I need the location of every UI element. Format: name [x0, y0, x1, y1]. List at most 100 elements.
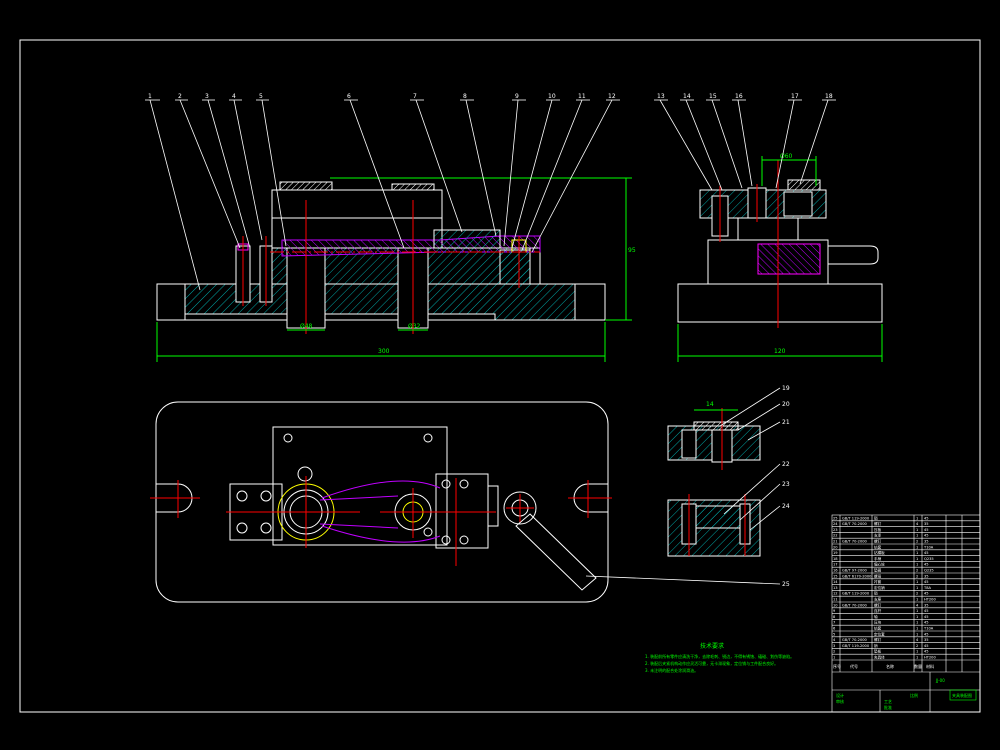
- bom-cell: 45: [924, 632, 929, 636]
- tech-requirements: 技术要求 1. 装配前所有零件应清洗干净，去除毛刺、锐边，不得有锈蚀、磕碰、划伤…: [645, 642, 794, 673]
- bom-cell: 45: [924, 621, 929, 625]
- balloon-2: 2: [178, 93, 182, 100]
- bom-cell: 压板: [874, 527, 882, 532]
- balloon-20: 20: [782, 401, 790, 408]
- bom-cell: 偏心轮: [874, 562, 885, 567]
- balloon-17: 17: [791, 93, 799, 100]
- bom-cell: 1: [916, 615, 918, 619]
- bom-cell: GB/T 97-2000: [842, 569, 868, 573]
- tech-line-1: 1. 装配前所有零件应清洗干净，去除毛刺、锐边，不得有锈蚀、磕碰、划伤等缺陷。: [645, 653, 794, 659]
- bom-cell: 2: [833, 650, 835, 654]
- bom-cell: 销: [874, 515, 878, 520]
- detail-view-b: [667, 499, 761, 557]
- bom-cell: GB/T 119-2000: [842, 592, 870, 596]
- bom-cell: 1: [833, 656, 835, 660]
- sign-review: 审核: [836, 698, 844, 704]
- bom-cell: 销: [874, 591, 878, 596]
- balloon-3: 3: [205, 93, 209, 100]
- bom-cell: 2: [916, 592, 918, 596]
- bom-cell: 45: [924, 563, 929, 567]
- balloon-16: 16: [735, 93, 743, 100]
- balloon-5: 5: [259, 93, 263, 100]
- knurl-left: [279, 181, 333, 191]
- drill-plate: [271, 189, 443, 219]
- bom-cell: 16: [833, 569, 838, 573]
- balloon-15: 15: [709, 93, 717, 100]
- bom-cell: 钻套: [874, 544, 882, 549]
- bom-cell: GB/T 119-2000: [842, 644, 870, 648]
- bom-cell: 14: [833, 580, 838, 584]
- bom-cell: 7: [833, 621, 835, 625]
- balloon-9: 9: [515, 93, 519, 100]
- bom-cell: 13: [833, 586, 838, 590]
- bom-cell: 螺母: [874, 573, 882, 578]
- bom-cell: 25: [833, 516, 838, 520]
- bom-cell: 夹具体: [874, 655, 885, 660]
- bom-cell: 45: [924, 592, 929, 596]
- plan-linkage: [319, 480, 441, 543]
- bom-cell: 45: [924, 516, 929, 520]
- bom-cell: 35: [924, 522, 929, 526]
- scale-label: 比例: [910, 692, 918, 698]
- bom-cell: 4: [916, 603, 919, 607]
- bom-cell: 23: [833, 528, 838, 532]
- bom-cell: 6: [833, 627, 836, 631]
- bom-cell: 19: [833, 551, 838, 555]
- clamp-block: [433, 229, 501, 249]
- bom-cell: 销: [874, 643, 878, 648]
- bom-cell: 35: [924, 540, 929, 544]
- bom-cell: T10A: [923, 627, 934, 631]
- balloon-8: 8: [463, 93, 467, 100]
- bom-cell: 1: [916, 656, 918, 660]
- dim-overall-length: 300: [378, 348, 390, 355]
- bom-cell: 螺钉: [874, 602, 882, 607]
- bom-cell: 45: [924, 609, 929, 613]
- balloon-10: 10: [548, 93, 556, 100]
- bom-cell: 衬套: [874, 579, 882, 584]
- dim-side-top: Ø60: [780, 153, 793, 160]
- balloon-21: 21: [782, 419, 790, 426]
- bom-cell: 1: [916, 632, 918, 636]
- side-handle: [827, 245, 879, 265]
- bom-cell: 螺钉: [874, 521, 882, 526]
- bom-cell: 1: [916, 563, 918, 567]
- bom-cell: 1: [916, 609, 918, 613]
- bom-cell: 45: [924, 615, 929, 619]
- bom-cell: 2: [916, 540, 918, 544]
- bom-cell: T8A: [923, 586, 931, 590]
- bom-cell: 2: [916, 574, 918, 578]
- bom-cell: 24: [833, 522, 838, 526]
- balloon-14: 14: [683, 93, 691, 100]
- bom-cell: 钻模板: [874, 550, 885, 555]
- title-block: [831, 514, 981, 713]
- bom-cell: GB/T 70-2000: [842, 540, 868, 544]
- sign-design: 设计: [836, 692, 844, 698]
- bom-cell: 手柄: [874, 556, 882, 561]
- bom-cell: 螺钉: [874, 637, 882, 642]
- bom-cell: 4: [916, 522, 919, 526]
- bom-cell: 1: [916, 557, 918, 561]
- dim-side-width: 120: [774, 348, 786, 355]
- sign-process: 工艺: [884, 699, 892, 704]
- balloon-25: 25: [782, 581, 790, 588]
- bom-cell: 17: [833, 563, 838, 567]
- bom-cell: 支座: [874, 597, 882, 602]
- bom-cell: 10: [833, 603, 838, 607]
- bom-cell: 11: [833, 598, 838, 602]
- bom-cell: Q235: [924, 557, 934, 561]
- bom-cell: 8: [833, 615, 836, 619]
- bom-header-name: 名称: [886, 663, 894, 669]
- bom-cell: T10A: [923, 545, 934, 549]
- bom-cell: 定位套: [874, 631, 885, 636]
- bom-cell: 1: [916, 545, 918, 549]
- balloon-22: 22: [782, 461, 790, 468]
- bom-cell: 定位销: [874, 585, 885, 590]
- balloon-7: 7: [413, 93, 417, 100]
- bom-cell: 1: [916, 551, 918, 555]
- bom-cell: GB/T 70-2000: [842, 638, 868, 642]
- sign-approve: 批准: [884, 704, 892, 710]
- bom-cell: 35: [924, 638, 929, 642]
- bom-cell: 12: [833, 592, 838, 596]
- bom-cell: 垫圈: [874, 568, 882, 573]
